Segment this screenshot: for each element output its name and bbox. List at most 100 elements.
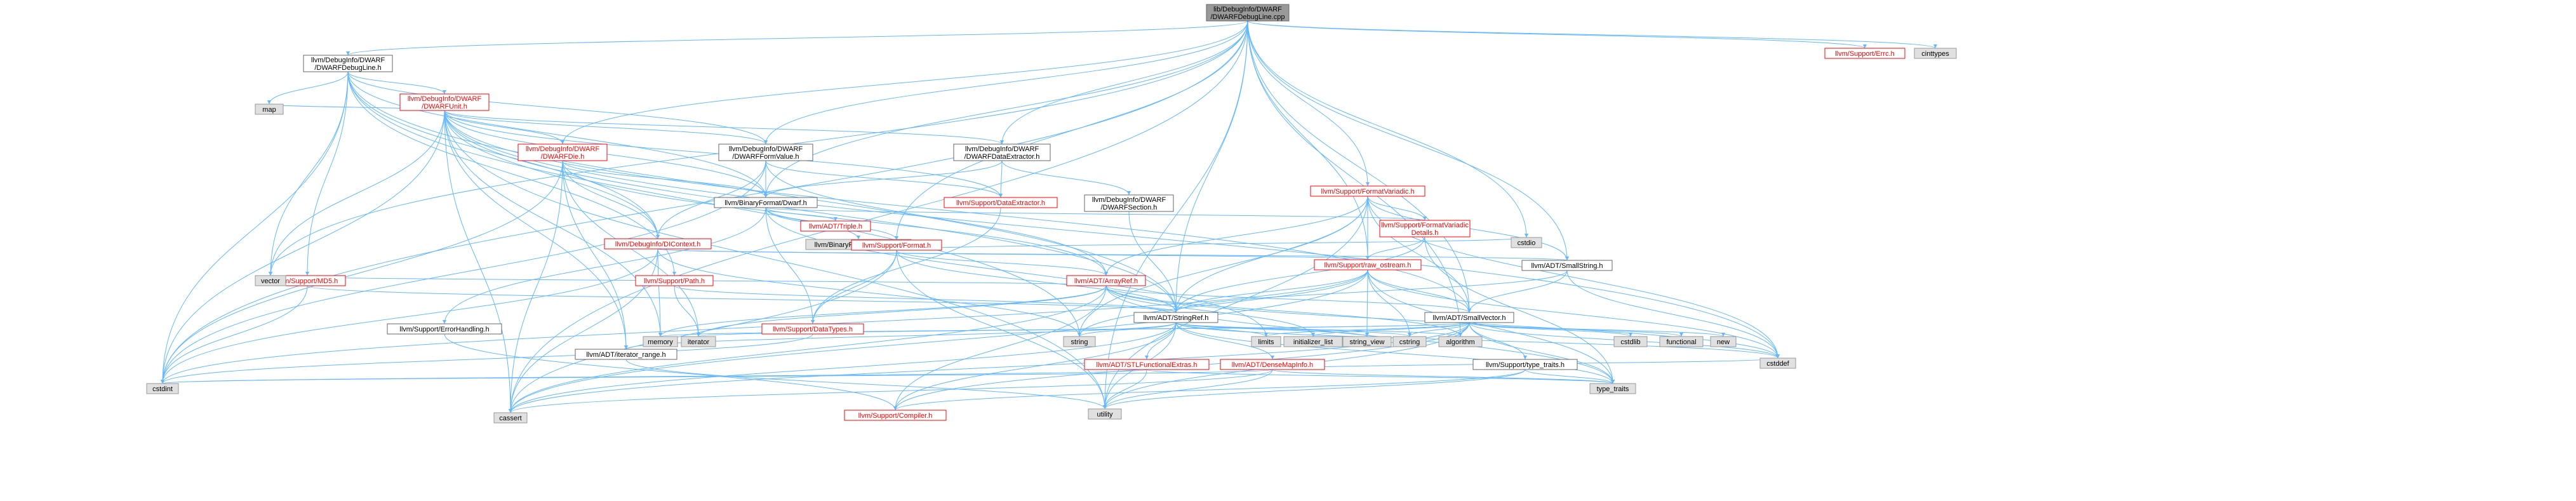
node-cstddef: cstddef	[1759, 357, 1796, 369]
node-support_dataextractor_h[interactable]: llvm/Support/DataExtractor.h	[944, 197, 1058, 208]
edge-dicontext_h-to-cstdint	[162, 248, 658, 384]
node-label: llvm/DebugInfo/DWARF	[526, 145, 600, 153]
edge-support_raw_ostream_h-to-string_view	[1366, 269, 1368, 337]
node-adt_smallstring_h[interactable]: llvm/ADT/SmallString.h	[1521, 260, 1613, 271]
node-box	[1438, 336, 1483, 347]
edge-arrowhead-adt_smallvector_h-to-memory	[658, 333, 662, 337]
node-dwarfdataextractor_h[interactable]: llvm/DebugInfo/DWARF/DWARFDataExtractor.…	[953, 144, 1051, 161]
node-binaryformat_dwarf_h[interactable]: llvm/BinaryFormat/Dwarf.h	[714, 197, 818, 208]
node-label: initializer_list	[1293, 338, 1333, 346]
edge-support_format_h-to-utility	[896, 250, 1105, 410]
node-label: llvm/DebugInfo/DIContext.h	[615, 241, 701, 248]
edge-dwarfunit_h-to-adt_stringref_h	[444, 110, 1177, 313]
node-support_errc_h[interactable]: llvm/Support/Errc.h	[1824, 48, 1905, 59]
node-label: llvm/ADT/SmallVector.h	[1433, 314, 1506, 322]
node-dwarfdebugline_h[interactable]: llvm/DebugInfo/DWARF/DWARFDebugLine.h	[303, 55, 393, 72]
node-support_datatypes_h[interactable]: llvm/Support/DataTypes.h	[761, 323, 864, 335]
node-cinttypes: cinttypes	[1914, 48, 1957, 59]
node-dwarfunit_h[interactable]: llvm/DebugInfo/DWARF/DWARFUnit.h	[399, 93, 490, 111]
node-support_type_traits_h[interactable]: llvm/Support/type_traits.h	[1472, 359, 1578, 370]
edge-support_formatvariadicdetails_h-to-support_raw_ostream_h	[1367, 236, 1425, 260]
node-box	[681, 336, 716, 347]
edge-arrowhead-root-to-support_errc_h	[1863, 44, 1867, 48]
node-dwarfsection_h[interactable]: llvm/DebugInfo/DWARF/DWARFSection.h	[1084, 194, 1174, 212]
node-label: iterator	[688, 338, 710, 346]
edge-support_md5_h-to-cstdint	[162, 285, 308, 384]
node-label: type_traits	[1597, 385, 1629, 393]
edge-root-to-cstdio	[1247, 20, 1527, 238]
edge-arrowhead-dwarfdataextractor_h-to-support_dataextractor_h	[999, 194, 1003, 197]
node-root[interactable]: lib/DebugInfo/DWARF/DWARFDebugLine.cpp	[1206, 4, 1290, 22]
node-support_compiler_h[interactable]: llvm/Support/Compiler.h	[844, 410, 947, 421]
edge-support_errorhandling_h-to-support_compiler_h	[444, 333, 896, 411]
edge-arrowhead-adt_arrayref_h-to-vector	[269, 272, 272, 276]
node-dwarfdie_h[interactable]: llvm/DebugInfo/DWARF/DWARFDie.h	[517, 144, 608, 161]
node-label: llvm/Support/Compiler.h	[858, 412, 933, 420]
edge-adt_stringref_h-to-string_view	[1175, 322, 1368, 337]
node-box	[953, 144, 1051, 161]
node-adt_triple_h[interactable]: llvm/ADT/Triple.h	[800, 220, 871, 232]
edge-root-to-dwarfdataextractor_h	[1001, 20, 1248, 145]
node-box	[1824, 48, 1905, 59]
node-label: vector	[261, 277, 280, 285]
node-box	[635, 275, 714, 286]
edge-arrowhead-support_format_h-to-cstdio	[1525, 234, 1528, 237]
edge-binaryformat_dwarf_h-to-support_errorhandling_h	[444, 207, 766, 324]
edge-support_format_h-to-adt_stringref_h	[896, 250, 1177, 313]
node-support_raw_ostream_h[interactable]: llvm/Support/raw_ostream.h	[1314, 259, 1422, 271]
edge-arrowhead-dwarfunit_h-to-dwarfdie_h	[561, 140, 564, 144]
node-label: llvm/BinaryFormat/Dwarf.h	[724, 199, 807, 207]
node-box	[303, 55, 393, 72]
node-support_formatvariadic_h[interactable]: llvm/Support/FormatVariadic.h	[1310, 185, 1425, 197]
node-support_format_h[interactable]: llvm/Support/Format.h	[851, 239, 942, 251]
node-adt_stlfunctionalextras_h[interactable]: llvm/ADT/STLFunctionalExtras.h	[1084, 359, 1210, 370]
node-box	[944, 197, 1058, 208]
node-support_md5_h[interactable]: llvm/Support/MD5.h	[269, 275, 346, 286]
node-label: llvm/DebugInfo/DWARF	[311, 57, 385, 64]
edge-arrowhead-support_formatvariadic_h-to-adt_smallstring_h	[1565, 257, 1569, 260]
node-adt_stringref_h[interactable]: llvm/ADT/StringRef.h	[1133, 312, 1218, 323]
node-box	[575, 349, 677, 360]
edge-arrowhead-adt_densemapinfo_h-to-cassert	[509, 409, 512, 413]
edge-arrowhead-dwarfdataextractor_h-to-binaryformat_dwarf_h	[764, 194, 768, 197]
node-label: algorithm	[1446, 338, 1474, 346]
node-box	[1424, 312, 1514, 323]
node-box	[604, 238, 712, 250]
node-label: functional	[1666, 338, 1696, 346]
edge-dwarfdie_h-to-adt_iterator_range_h	[562, 160, 627, 350]
node-label: new	[1717, 338, 1730, 346]
edge-adt_smallvector_h-to-cassert	[510, 322, 1470, 413]
node-label: llvm/Support/DataExtractor.h	[956, 199, 1045, 207]
edge-dwarfunit_h-to-dicontext_h	[444, 110, 658, 239]
edge-support_format_h-to-adt_arrayref_h	[896, 250, 1107, 276]
edge-arrowhead-adt_smallvector_h-to-cstring	[1408, 333, 1411, 337]
edge-arrowhead-adt_smallvector_h-to-cstdlib	[1629, 333, 1632, 337]
node-adt_arrayref_h[interactable]: llvm/ADT/ArrayRef.h	[1066, 275, 1146, 286]
edge-root-to-dwarfdie_h	[562, 20, 1248, 145]
node-label: limits	[1258, 338, 1274, 346]
edge-root-to-adt_smallstring_h	[1247, 20, 1568, 261]
node-support_errorhandling_h[interactable]: llvm/Support/ErrorHandling.h	[387, 323, 502, 335]
node-label: llvm/ADT/DenseMapInfo.h	[1232, 361, 1313, 369]
node-adt_iterator_range_h[interactable]: llvm/ADT/iterator_range.h	[575, 349, 677, 360]
node-box	[1220, 359, 1325, 370]
edge-dwarfdebugline_h-to-support_md5_h	[307, 71, 349, 276]
node-dwarfformvalue_h[interactable]: llvm/DebugInfo/DWARF/DWARFFormValue.h	[718, 144, 813, 161]
node-adt_densemapinfo_h[interactable]: llvm/ADT/DenseMapInfo.h	[1220, 359, 1325, 370]
edge-arrowhead-adt_smallvector_h-to-new	[1721, 333, 1725, 337]
node-support_path_h[interactable]: llvm/Support/Path.h	[635, 275, 714, 286]
node-label: map	[262, 106, 276, 114]
node-box	[1759, 357, 1796, 369]
edge-root-to-dwarfdebugline_h	[347, 20, 1248, 56]
node-adt_smallvector_h[interactable]: llvm/ADT/SmallVector.h	[1424, 312, 1514, 323]
node-string_view: string_view	[1342, 336, 1392, 347]
edge-adt_arrayref_h-to-iterator	[698, 285, 1107, 337]
edge-arrowhead-root-to-support_formatvariadic_h	[1366, 182, 1370, 186]
node-box	[1088, 408, 1122, 420]
node-cstdio: cstdio	[1511, 237, 1542, 248]
edge-support_format_h-to-cassert	[510, 250, 897, 413]
node-dicontext_h[interactable]: llvm/DebugInfo/DIContext.h	[604, 238, 712, 250]
node-box	[1206, 4, 1290, 22]
node-box	[255, 104, 284, 115]
